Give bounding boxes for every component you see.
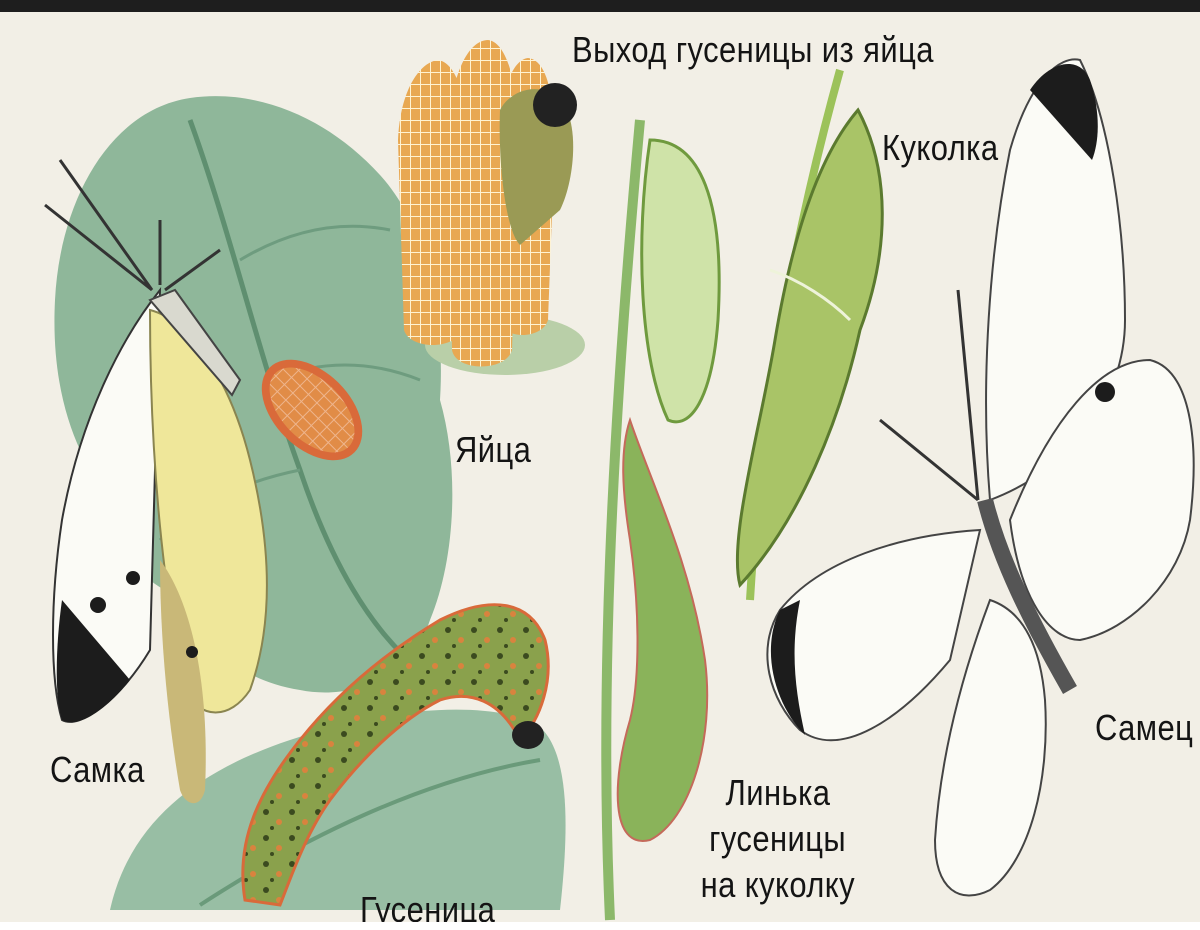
female-label: Самка [50,752,145,788]
eggs-label: Яйца [455,432,531,468]
molting-label: Линька гусеницы на куколку [678,770,878,908]
hatching-label: Выход гусеницы из яйца [572,32,934,68]
molting-label-line-1: Линька [726,770,831,816]
bottom-border [0,922,1200,930]
molting-label-line-3: на куколку [701,862,855,908]
molting-label-line-2: гусеницы [710,816,847,862]
pupa-label: Куколка [882,130,998,166]
male-label: Самец [1095,710,1193,746]
eggs-hatching [398,40,585,375]
